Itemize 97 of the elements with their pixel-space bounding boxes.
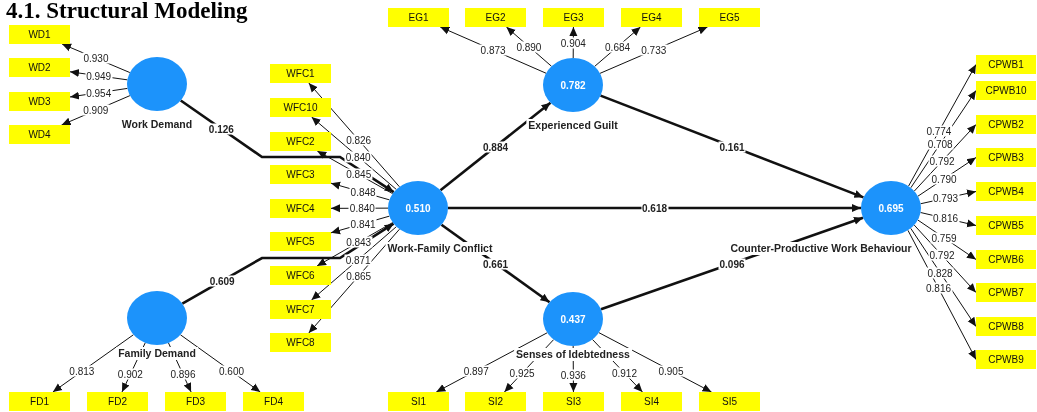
edge-label: 0.904 [559, 37, 587, 48]
arrow [913, 124, 977, 192]
indicator-box: SI1 [388, 392, 449, 411]
indicator-box: EG1 [388, 8, 449, 27]
construct-circle: 0.695 [861, 181, 921, 235]
indicator-box: WD3 [9, 92, 70, 111]
edge-label: 0.733 [640, 44, 668, 56]
edge-label: 0.096 [718, 258, 746, 269]
edge-label: 0.843 [345, 236, 373, 248]
indicator-box: WD1 [9, 25, 70, 44]
edge-label: 0.600 [218, 365, 246, 377]
indicator-box: FD2 [87, 392, 148, 411]
construct-label: Work-Family Conflict [385, 242, 495, 255]
indicator-box: FD1 [9, 392, 70, 411]
indicator-box: FD3 [165, 392, 226, 411]
indicator-box: FD4 [243, 392, 304, 411]
indicator-box: WFC4 [270, 199, 331, 218]
edge-label: 0.816 [932, 212, 960, 224]
indicator-box: WFC5 [270, 232, 331, 251]
edge-label: 0.708 [926, 138, 954, 150]
edge-label: 0.792 [928, 155, 956, 167]
arrow [180, 99, 395, 194]
edge-label: 0.912 [610, 367, 638, 379]
arrow [448, 204, 861, 212]
indicator-box: CPWB5 [976, 216, 1036, 235]
edge-label: 0.905 [657, 365, 685, 377]
edge-label: 0.840 [344, 151, 372, 163]
indicator-box: CPWB6 [976, 250, 1036, 269]
construct-circle: 0.782 [543, 58, 603, 112]
edge-label: 0.816 [925, 282, 953, 294]
construct-label: Family Demand [116, 347, 198, 360]
indicator-box: SI2 [465, 392, 526, 411]
edge-label: 0.161 [718, 141, 746, 152]
indicator-box: WFC10 [270, 98, 331, 117]
edge-label: 0.949 [85, 70, 113, 82]
edge-label: 0.930 [82, 52, 110, 64]
indicator-box: WFC7 [270, 300, 331, 319]
construct-circle: 0.510 [388, 181, 448, 235]
edge-label: 0.902 [116, 368, 144, 380]
indicator-box: CPWB2 [976, 115, 1036, 134]
edge-label: 0.126 [207, 123, 235, 135]
edge-label: 0.813 [68, 365, 96, 377]
edge-label: 0.865 [345, 270, 373, 282]
indicator-box: SI5 [699, 392, 760, 411]
indicator-box: WFC2 [270, 132, 331, 151]
edge-label: 0.826 [345, 134, 373, 146]
construct-label: Counter-Productive Work Behaviour [728, 242, 914, 255]
edge-label: 0.936 [559, 369, 587, 381]
edge-label: 0.793 [932, 192, 960, 204]
indicator-box: CPWB1 [976, 55, 1036, 74]
arrow [600, 94, 864, 199]
edge-label: 0.759 [930, 232, 958, 244]
edge-label: 0.954 [85, 87, 113, 99]
edge-label: 0.661 [482, 258, 509, 269]
edge-label: 0.897 [462, 365, 490, 377]
edge-label: 0.848 [349, 186, 377, 198]
arrow [439, 101, 552, 192]
indicator-box: CPWB3 [976, 148, 1036, 167]
page-title: 4.1. Structural Modeling [6, 0, 248, 24]
indicator-box: WFC3 [270, 165, 331, 184]
edge-label: 0.884 [482, 141, 509, 152]
edge-label: 0.890 [515, 41, 543, 53]
construct-label: Experienced Guilt [526, 119, 620, 132]
indicator-box: EG3 [543, 8, 604, 27]
edge-label: 0.774 [925, 125, 953, 137]
indicator-box: CPWB10 [976, 81, 1036, 100]
edge-label: 0.896 [169, 368, 197, 380]
indicator-box: EG2 [465, 8, 526, 27]
indicator-box: EG4 [621, 8, 682, 27]
construct-label: Work Demand [119, 118, 195, 131]
indicator-box: WFC1 [270, 64, 331, 83]
edge-label: 0.871 [344, 254, 372, 266]
indicator-box: WD4 [9, 125, 70, 144]
indicator-box: CPWB9 [976, 350, 1036, 369]
edge-label: 0.840 [348, 202, 376, 214]
edge-label: 0.790 [930, 173, 958, 185]
indicator-box: WFC8 [270, 333, 331, 352]
edge-label: 0.792 [928, 249, 956, 261]
indicator-box: SI4 [621, 392, 682, 411]
indicator-box: SI3 [543, 392, 604, 411]
indicator-box: CPWB8 [976, 317, 1036, 336]
indicator-box: WFC6 [270, 266, 331, 285]
construct-circle: 0.437 [543, 292, 603, 346]
construct-label: Senses of Idebtedness [514, 348, 632, 361]
indicator-box: CPWB7 [976, 283, 1036, 302]
edge-label: 0.828 [926, 267, 954, 278]
edge-label: 0.845 [345, 168, 373, 180]
edge-label: 0.618 [641, 202, 668, 214]
edge-label: 0.909 [82, 104, 110, 116]
edge-label: 0.873 [479, 44, 507, 56]
indicator-box: CPWB4 [976, 182, 1036, 201]
edge-label: 0.684 [604, 41, 632, 53]
indicator-box: WD2 [9, 58, 70, 77]
indicator-box: EG5 [699, 8, 760, 27]
edge-label: 0.841 [349, 218, 377, 230]
edge-label: 0.925 [508, 367, 536, 379]
edge-label: 0.609 [208, 275, 236, 287]
